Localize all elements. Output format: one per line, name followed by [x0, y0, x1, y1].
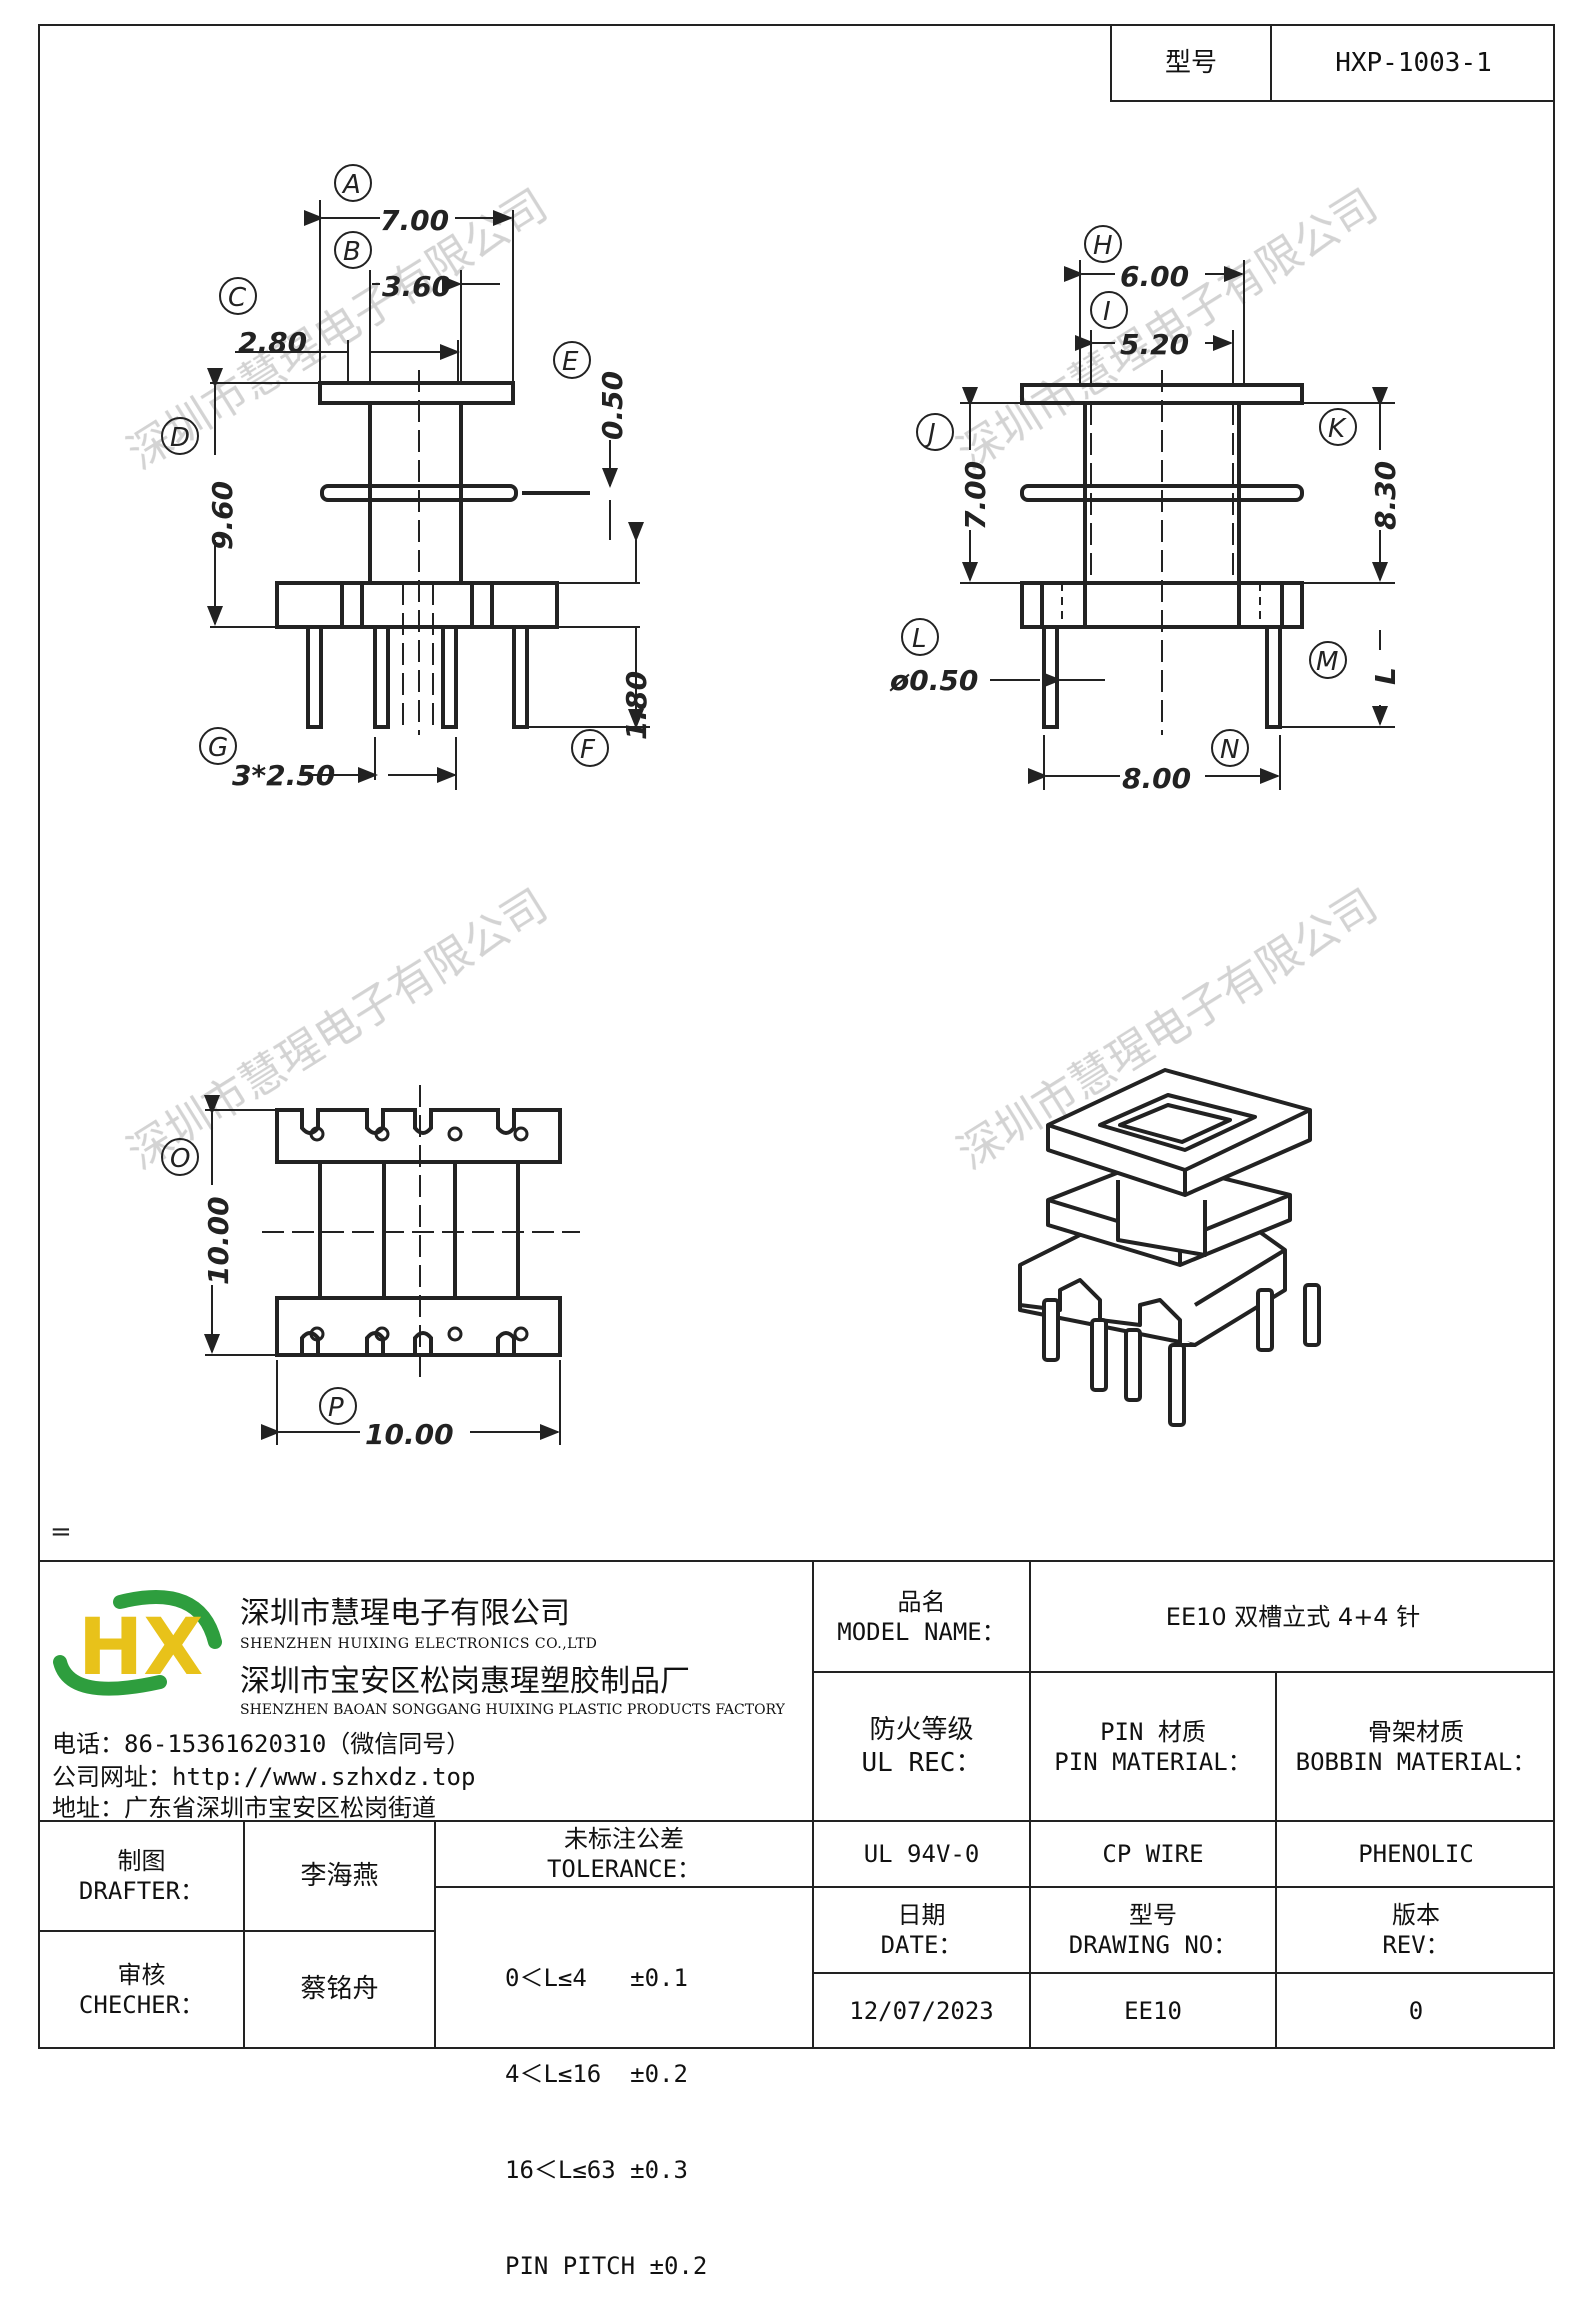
svg-text:G: G — [208, 733, 228, 763]
factory-name-en: SHENZHEN BAOAN SONGGANG HUIXING PLASTIC … — [240, 1702, 785, 1718]
tolerance-row: PIN PITCH ±0.2 — [505, 2252, 708, 2280]
front-view — [207, 200, 650, 790]
company-logo: HX — [53, 1590, 222, 1696]
svg-text:A: A — [341, 170, 361, 200]
dim-h-label: 6.00 — [1120, 260, 1189, 293]
svg-text:D: D — [170, 423, 190, 453]
tolerance-label: 未标注公差 TOLERANCE： — [546, 1825, 702, 1883]
svg-text:J: J — [923, 419, 936, 449]
drafter-label: 制图 DRAFTER： — [78, 1847, 205, 1905]
technical-drawing: 深圳市慧瑆电子有限公司深圳市慧瑆电子有限公司深圳市慧瑆电子有限公司深圳市慧瑆电子… — [50, 164, 1402, 1547]
isometric-view — [1018, 1068, 1321, 1427]
ul-rec-value: UL 94V-0 — [863, 1840, 980, 1868]
drawing-no-value: EE10 — [1124, 1996, 1182, 2025]
dim-a-label: 7.00 — [380, 204, 449, 237]
dim-g-label: 3*2.50 — [232, 759, 335, 792]
model-name-value: EE10 双槽立式 4+4 针 — [1165, 1602, 1421, 1631]
dim-p-label: 10.00 — [365, 1418, 454, 1451]
tolerance-row: 4＜L≤16 ±0.2 — [505, 2060, 688, 2088]
drawing-frame — [38, 24, 1555, 2049]
tolerance-list: 0＜L≤4 ±0.1 4＜L≤16 ±0.2 16＜L≤63 ±0.3 PIN … — [505, 1898, 707, 2314]
front-view-marks: A B C D E F G — [161, 164, 609, 767]
company-name-en: SHENZHEN HUIXING ELECTRONICS CO.,LTD — [240, 1636, 598, 1652]
pin-material-label: PIN 材质 PIN MATERIAL： — [1054, 1717, 1252, 1776]
title-block — [38, 1560, 1555, 2049]
svg-text:N: N — [1220, 735, 1239, 765]
logo-text: HX — [78, 1603, 203, 1693]
front-view-labels: 7.00 3.60 2.80 9.60 0.50 1.80 3*2.50 — [206, 204, 653, 792]
side-view — [960, 260, 1395, 790]
dim-o-label: 10.00 — [202, 1196, 235, 1285]
svg-text:F: F — [580, 735, 596, 765]
rev-label: 版本 REV： — [1382, 1901, 1450, 1959]
company-phone: 电话：86-15361620310（微信同号） — [52, 1730, 471, 1758]
model-label: 型号 — [1164, 47, 1217, 78]
svg-text:L: L — [912, 624, 927, 654]
tolerance-row: 0＜L≤4 ±0.1 — [505, 1964, 688, 1992]
dim-d-label: 9.60 — [206, 481, 239, 550]
dim-m-label: L — [1369, 667, 1402, 685]
bobbin-material-label: 骨架材质 BOBBIN MATERIAL： — [1295, 1717, 1537, 1776]
bottom-view — [204, 1085, 580, 1445]
company-address: 地址：广东省深圳市宝安区松岗街道 — [52, 1794, 436, 1822]
checker-label: 审核 CHECHER： — [78, 1960, 205, 2019]
svg-text:I: I — [1103, 297, 1111, 327]
company-name-cn: 深圳市慧瑆电子有限公司 — [240, 1596, 570, 1631]
stray-mark: = — [50, 1517, 72, 1547]
bobbin-material-value: PHENOLIC — [1358, 1840, 1474, 1868]
rev-value: 0 — [1408, 1996, 1424, 2025]
side-view-labels: 6.00 5.20 7.00 8.30 ø0.50 L 8.00 — [889, 260, 1402, 795]
checker-name: 蔡铭舟 — [300, 1974, 379, 2005]
watermark-text: 深圳市慧瑆电子有限公司 — [119, 880, 556, 1180]
dim-c-label: 2.80 — [238, 326, 307, 359]
svg-text:B: B — [343, 237, 361, 267]
drafter-name: 李海燕 — [300, 1860, 379, 1891]
svg-text:M: M — [1316, 647, 1338, 677]
model-value: HXP-1003-1 — [1335, 47, 1492, 78]
model-name-label: 品名 MODEL NAME： — [837, 1587, 1006, 1646]
date-label: 日期 DATE： — [880, 1901, 963, 1959]
model-header-box — [1110, 24, 1555, 102]
svg-text:E: E — [562, 347, 579, 377]
svg-text:K: K — [1328, 414, 1347, 444]
svg-text:P: P — [328, 1393, 344, 1423]
date-value: 12/07/2023 — [849, 1996, 994, 2025]
dim-l-label: ø0.50 — [889, 664, 978, 697]
dim-j-label: 7.00 — [959, 461, 992, 530]
dim-n-label: 8.00 — [1122, 762, 1191, 795]
bottom-view-labels: 10.00 10.00 — [202, 1196, 454, 1451]
dim-k-label: 8.30 — [1369, 461, 1402, 530]
ul-rec-label: 防火等级 UL REC： — [861, 1715, 982, 1778]
dim-e-label: 0.50 — [596, 371, 629, 440]
drawing-no-label: 型号 DRAWING NO： — [1068, 1901, 1238, 1959]
tolerance-row: 16＜L≤63 ±0.3 — [505, 2156, 688, 2184]
dim-f-label: 1.80 — [620, 671, 653, 740]
bottom-view-marks: O P — [161, 1138, 357, 1425]
company-website: 公司网址：http://www.szhxdz.top — [52, 1763, 476, 1791]
pin-material-value: CP WIRE — [1102, 1840, 1204, 1868]
dim-b-label: 3.60 — [382, 270, 451, 303]
svg-text:C: C — [228, 283, 247, 313]
dim-i-label: 5.20 — [1120, 328, 1189, 361]
svg-text:O: O — [170, 1144, 190, 1174]
svg-text:H: H — [1093, 231, 1113, 261]
factory-name-cn: 深圳市宝安区松岗惠瑆塑胶制品厂 — [240, 1664, 690, 1699]
